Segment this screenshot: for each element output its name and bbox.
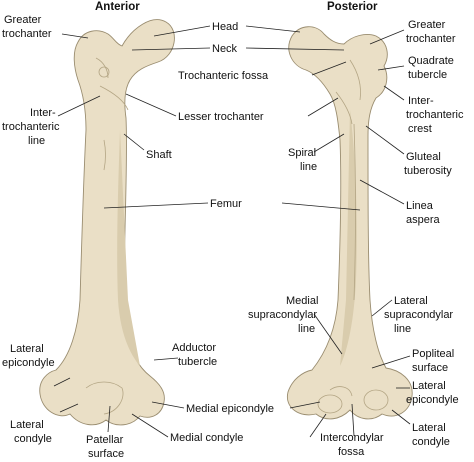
label-intercondylar-fossa: Intercondylar fossa: [320, 432, 387, 458]
leader-popliteal-surface: [371, 355, 411, 369]
leader-lateral-epicondyle-a: [53, 377, 71, 387]
leader-quadrate-tubercle: [377, 65, 405, 71]
title-anterior: Anterior: [95, 1, 140, 13]
label-popliteal-surface: Popliteal surface: [412, 348, 457, 374]
leader-femur-p: [281, 202, 361, 211]
label-greater-trochanter-p: Greater trochanter: [406, 19, 456, 45]
label-medial-condyle: Medial condyle: [170, 432, 243, 444]
label-femur: Femur: [210, 198, 242, 210]
label-lesser-trochanter: Lesser trochanter: [178, 111, 264, 123]
leader-femur-a: [103, 202, 209, 209]
posterior-femur-bone: [286, 26, 413, 420]
leader-head-a: [153, 25, 211, 37]
leader-spiral-line: [313, 133, 345, 153]
label-gluteal-tuberosity: Gluteal tuberosity: [404, 151, 452, 177]
label-linea-aspera: Linea aspera: [406, 200, 441, 226]
label-intertrochanteric-crest: Inter- trochanteric crest: [406, 95, 467, 135]
label-lateral-supracondylar-line: Lateral supracondylar line: [384, 295, 456, 335]
leader-trochanteric-fossa: [311, 61, 347, 76]
label-lateral-condyle-p: Lateral condyle: [412, 422, 450, 448]
leader-medial-epicondyle-a: [151, 401, 185, 409]
leader-greater-trochanter-p: [369, 29, 405, 45]
label-lateral-condyle-a: Lateral condyle: [10, 419, 52, 445]
label-greater-trochanter-a: Greater trochanter: [2, 14, 52, 40]
leader-neck-a: [131, 47, 211, 51]
leader-intercondylar-fossa: [351, 403, 355, 437]
label-lateral-epicondyle-a: Lateral epicondyle: [2, 343, 55, 369]
leader-medial-epicondyle-p: [289, 401, 321, 409]
title-posterior: Posterior: [327, 1, 378, 13]
leader-medial-supracondylar-line: [313, 313, 343, 355]
label-neck: Neck: [212, 43, 238, 55]
label-shaft: Shaft: [146, 149, 172, 161]
label-trochanteric-fossa: Trochanteric fossa: [178, 70, 269, 82]
leader-linea-aspera: [359, 179, 405, 205]
leader-lateral-condyle-a: [59, 403, 79, 413]
label-quadrate-tubercle: Quadrate tubercle: [408, 55, 457, 81]
leader-head-p: [245, 25, 301, 33]
leader-lesser-trochanter-a: [125, 93, 177, 117]
leader-lesser-trochanter-p: [307, 97, 339, 117]
leader-intertrochanteric-crest: [383, 85, 405, 101]
label-medial-supracondylar-line: Medial supracondylar line: [248, 295, 321, 335]
leader-gluteal-tuberosity: [365, 125, 405, 155]
leader-intertrochanteric-line: [57, 95, 101, 117]
leader-lateral-condyle-p: [391, 409, 411, 425]
leader-patellar-surface: [107, 405, 111, 433]
label-lateral-epicondyle-p: Lateral epicondyle: [406, 380, 459, 406]
label-intertrochanteric-line: Inter- trochanteric line: [2, 107, 63, 147]
leader-adductor-tubercle: [153, 357, 179, 361]
label-patellar-surface: Patellar surface: [86, 434, 126, 460]
label-spiral-line: Spiral line: [288, 147, 319, 173]
label-head: Head: [212, 21, 238, 33]
label-medial-epicondyle: Medial epicondyle: [186, 403, 274, 415]
leader-lateral-supracondylar-line: [371, 299, 393, 317]
leader-lines: [53, 25, 411, 438]
label-adductor-tubercle: Adductor tubercle: [172, 342, 219, 368]
labels: Greater trochanter Inter- trochanteric l…: [2, 14, 467, 460]
leader-shaft: [123, 133, 145, 151]
leader-medial-condyle-p: [309, 413, 327, 438]
leader-greater-trochanter-a: [61, 33, 89, 39]
leader-medial-condyle-a: [131, 413, 169, 438]
anterior-femur-bone: [39, 19, 175, 426]
leader-neck-p: [245, 47, 345, 51]
